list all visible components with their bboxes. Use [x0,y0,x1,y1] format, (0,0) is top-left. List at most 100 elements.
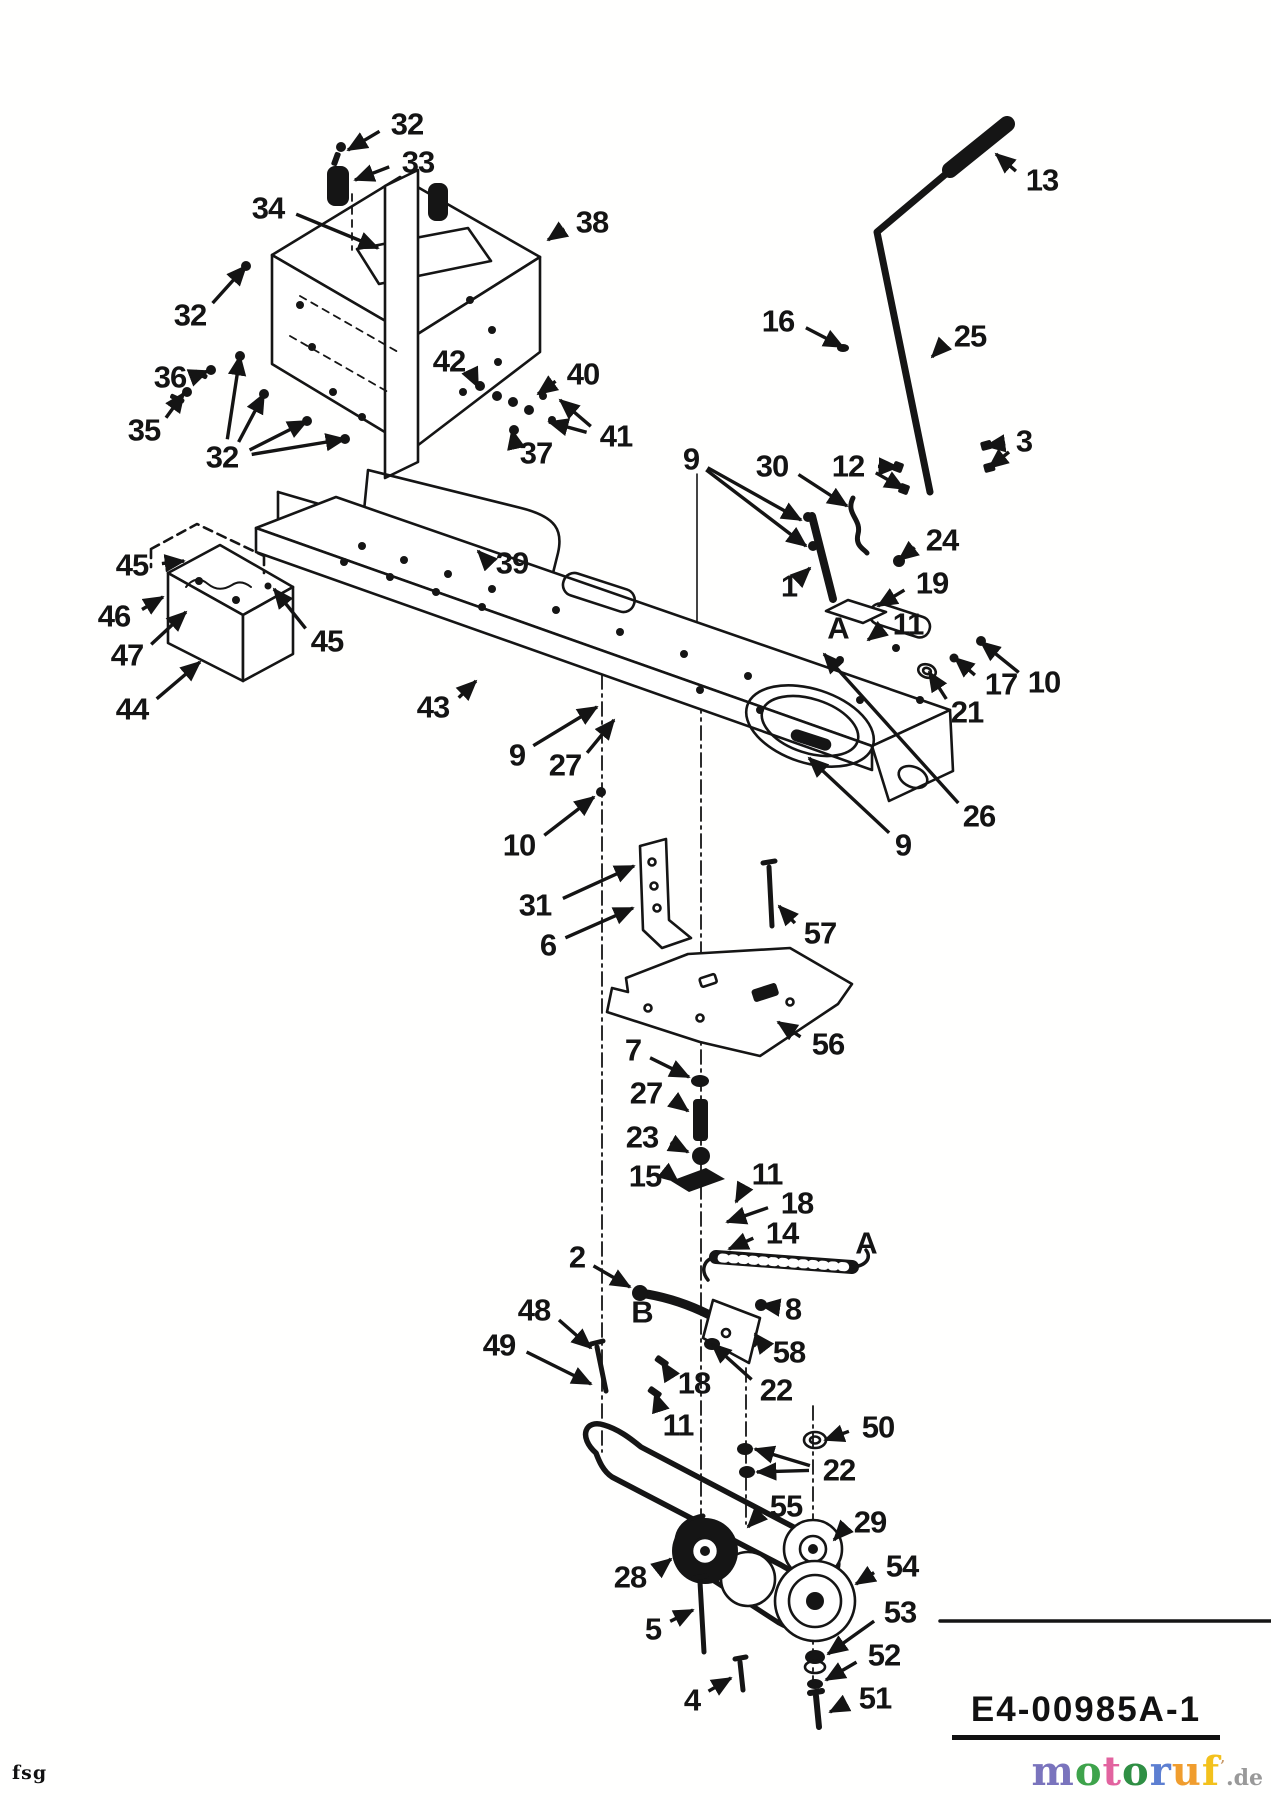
callout-arrow-9 [705,468,808,548]
callout-56: 56 [812,1027,845,1062]
callout-9: 9 [895,828,912,863]
callout-23: 23 [626,1120,659,1155]
callout-arrow-25 [930,336,952,359]
callout-arrow-54 [854,1565,878,1586]
callout-19: 19 [916,566,949,601]
callout-arrow-5 [669,1608,695,1627]
nut-53 [803,1650,827,1675]
nut-50 [802,1430,828,1450]
callout-10: 10 [1028,665,1060,700]
pin-57 [760,858,778,929]
logo-letter: f [1201,1748,1221,1795]
callout-arrow-32 [225,354,247,440]
lever-grip-13 [942,116,1015,178]
shift-lever-25 [837,116,1015,496]
callout-43: 43 [417,690,450,725]
callout-4: 4 [684,1683,702,1718]
callout-33: 33 [402,145,435,180]
callout-9: 9 [509,738,526,773]
callout-14: 14 [766,1216,800,1251]
callout-arrow-32 [211,264,248,305]
callout-arrow-47 [150,610,188,646]
callout-arrow-4 [707,1676,733,1696]
idler-arm-2 [632,1285,767,1365]
callout-55: 55 [770,1489,803,1524]
callout-arrow-2 [592,1264,632,1289]
callout-arrow-21 [927,670,948,700]
callout-32: 32 [206,440,238,475]
callout-51: 51 [859,1681,892,1716]
callout-37: 37 [520,436,552,471]
callout-arrow-43 [455,679,478,702]
callout-arrow-55 [746,1506,768,1529]
battery-holddown-45 [149,522,266,575]
callout-arrow-24 [897,540,920,562]
clutch-rod-parts [671,1075,725,1192]
battery-44 [149,522,295,683]
callout-arrow-28 [650,1557,673,1579]
callout-26: 26 [963,799,996,834]
callout-arrow-11 [652,1391,670,1415]
control-box-38 [270,168,542,480]
callout-arrow-48 [557,1318,593,1350]
callout-41: 41 [600,419,633,454]
callout-arrow-22 [753,1445,811,1468]
callout-arrow-52 [824,1660,858,1682]
callout-40: 40 [567,357,599,392]
callout-44: 44 [116,692,150,727]
callout-arrow-41 [547,418,588,436]
callout-arrow-56 [776,1020,802,1041]
artwork [149,116,1271,1730]
callout-28: 28 [614,1560,647,1595]
callout-16: 16 [762,304,795,339]
engine-ring-26 [744,684,876,768]
callout-18: 18 [781,1186,814,1221]
callout-34: 34 [252,191,286,226]
callout-arrow-49 [525,1350,593,1386]
callout-arrow-35 [164,391,186,419]
callout-arrow-50 [823,1424,850,1443]
callout-arrow-45 [161,554,186,573]
logo-letter: o [1122,1748,1150,1795]
callout-arrow-10 [979,640,1020,674]
callout-46: 46 [98,599,131,634]
callout-32: 32 [391,107,423,142]
callout-A: A [827,611,849,646]
callout-30: 30 [756,449,788,484]
callout-7: 7 [625,1033,641,1068]
logo-letter: t [1102,1748,1122,1795]
callout-arrow-34 [295,212,380,250]
callout-arrow-51 [828,1694,852,1714]
callout-arrow-3 [987,448,1011,470]
callout-18: 18 [678,1366,711,1401]
callout-58: 58 [773,1335,806,1370]
callout-arrow-30 [797,473,849,508]
callout-arrow-9 [706,466,803,522]
callout-arrow-18 [660,1360,681,1384]
callout-35: 35 [128,413,161,448]
callout-27: 27 [549,748,581,783]
pin-48-49 [588,1338,609,1394]
logo-letter: r [1149,1748,1172,1795]
motoruf-logo: motoruf’.de [1032,1748,1264,1795]
callout-54: 54 [886,1549,920,1584]
callout-12: 12 [832,449,864,484]
callout-arrow-14 [727,1232,754,1251]
callout-25: 25 [954,319,987,354]
callout-57: 57 [804,916,836,951]
callout-arrow-45 [272,587,307,630]
callout-2: 2 [569,1240,585,1275]
callout-arrow-18 [725,1206,769,1225]
callout-49: 49 [483,1328,516,1363]
callout-8: 8 [785,1292,802,1327]
callout-48: 48 [518,1293,551,1328]
callout-arrow-22 [710,1342,753,1381]
callout-A: A [855,1226,877,1261]
callout-arrow-6 [564,906,635,940]
spring-14 [702,1248,871,1282]
callout-arrow-11 [734,1180,754,1204]
callout-arrow-15 [657,1162,680,1184]
